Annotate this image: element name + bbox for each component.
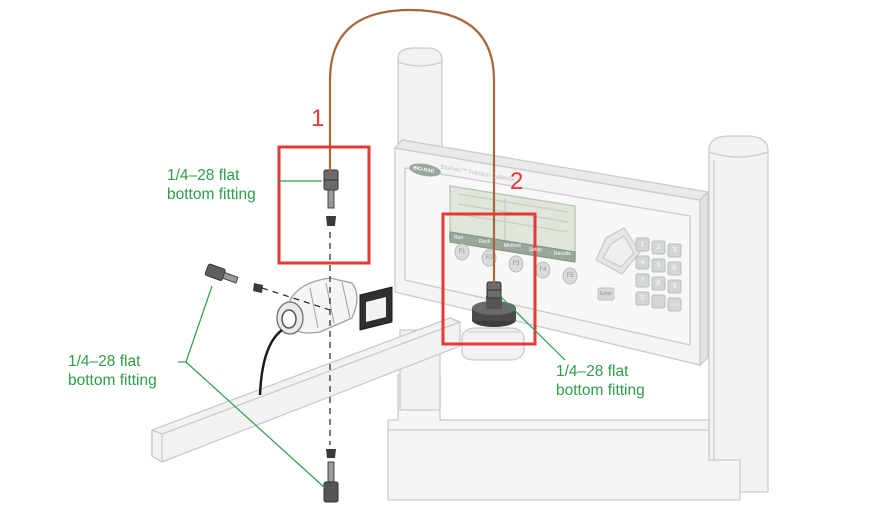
callout-number-1: 1 xyxy=(311,105,325,132)
device-side-key: Enter xyxy=(600,291,612,297)
keypad-key-label: 9 xyxy=(672,283,677,290)
function-key-f3 xyxy=(508,255,524,273)
alignment-dashes xyxy=(261,232,331,445)
keypad-key xyxy=(667,279,682,294)
keypad-key xyxy=(651,240,666,255)
fitting-label-top-left: 1/4–28 flat bottom fitting xyxy=(167,166,256,204)
fitting-label-right: 1/4–28 flat bottom fitting xyxy=(556,362,645,400)
keypad-key-label: 7 xyxy=(640,277,645,284)
fitting-loose xyxy=(204,263,263,293)
fitting-bottom xyxy=(323,449,339,503)
keypad-key-label: CLR xyxy=(670,302,679,307)
keypad-key-label: 8 xyxy=(656,280,661,287)
fitting-top xyxy=(323,169,339,226)
keypad-key xyxy=(651,294,666,309)
keypad-key xyxy=(635,291,650,306)
keypad-key-label: 5 xyxy=(656,262,661,269)
controller-housing xyxy=(393,139,710,367)
callout-box-2 xyxy=(441,212,537,346)
function-key-label: F1 xyxy=(458,249,466,255)
softkey-label: Method xyxy=(504,243,521,249)
fitting-label-top-left-line1: 1/4–28 flat xyxy=(167,167,240,184)
keypad-key-label: . xyxy=(657,298,660,305)
fitting-label-bottom-left-line2: bottom fitting xyxy=(68,372,157,389)
softkey-label: Results xyxy=(554,251,571,257)
function-key-label: F5 xyxy=(566,273,574,279)
fitting-label-right-line2: bottom fitting xyxy=(556,382,645,399)
controller-function-keys xyxy=(454,243,578,285)
keypad-key xyxy=(667,261,682,276)
keypad-key xyxy=(635,273,650,288)
keypad-key-label: 1 xyxy=(640,241,645,248)
keypad-key-label: 4 xyxy=(640,259,645,266)
keypad-key-label: 3 xyxy=(672,247,677,254)
keypad-key xyxy=(635,237,650,252)
softkey-label: Setup xyxy=(529,247,543,253)
keypad-key xyxy=(651,276,666,291)
function-key-label: F4 xyxy=(539,267,547,273)
keypad-key-label: 6 xyxy=(672,265,677,272)
keypad-key xyxy=(635,255,650,270)
tubing xyxy=(328,8,496,284)
callout-number-2: 2 xyxy=(510,168,524,195)
leader-lines xyxy=(178,180,566,489)
keypad-key-label: 0 xyxy=(640,295,645,302)
function-key-label: F3 xyxy=(512,261,520,267)
horizontal-arm xyxy=(151,317,461,463)
softkey-label: Run xyxy=(454,235,464,241)
function-key-f5 xyxy=(562,267,578,285)
fitting-label-top-left-line2: bottom fitting xyxy=(167,186,256,203)
stand-right-post xyxy=(708,135,769,493)
fitting-label-bottom-left-line1: 1/4–28 flat xyxy=(68,353,141,370)
function-key-f1 xyxy=(454,243,470,261)
fitting-label-right-line1: 1/4–28 flat xyxy=(556,363,629,380)
keypad-key xyxy=(651,258,666,273)
keypad-key-label: 2 xyxy=(656,244,661,251)
fitting-label-bottom-left: 1/4–28 flat bottom fitting xyxy=(68,352,157,390)
callout-box-1 xyxy=(277,145,371,265)
controller-keypad xyxy=(635,237,682,312)
function-key-f2 xyxy=(481,249,497,267)
keypad-key xyxy=(667,297,682,312)
softkey-label: Rack xyxy=(479,239,491,245)
brand-logo xyxy=(409,163,441,177)
function-key-label: F2 xyxy=(485,255,493,261)
valve-assembly xyxy=(258,277,393,396)
keypad-key xyxy=(667,243,682,258)
